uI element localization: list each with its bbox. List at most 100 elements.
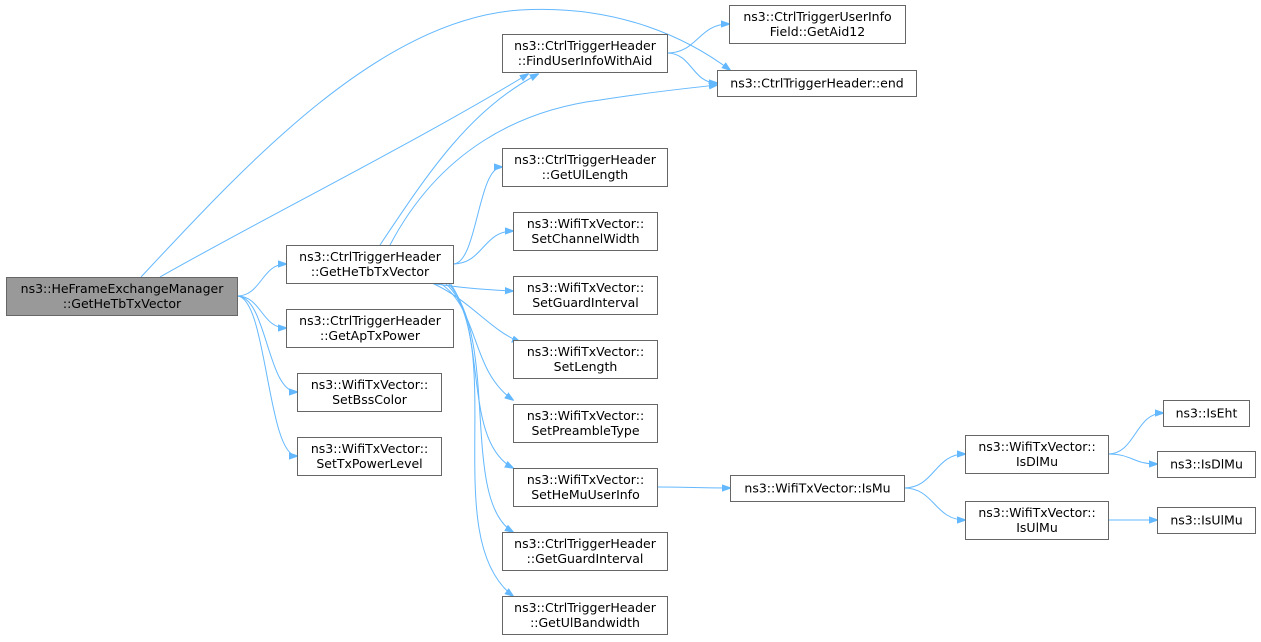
node-box [513, 340, 658, 379]
node-setpre[interactable]: ns3::WifiTxVector::SetPreambleType [513, 404, 658, 443]
node-label-line: ns3::WifiTxVector:: [527, 216, 644, 231]
node-label-line: ::GetHeTbTxVector [63, 296, 182, 311]
node-settxpow[interactable]: ns3::WifiTxVector::SetTxPowerLevel [297, 437, 442, 476]
node-label-line: ns3::CtrlTriggerHeader [514, 38, 657, 53]
node-label-line: ns3::WifiTxVector:: [527, 408, 644, 423]
edge-line [452, 231, 513, 265]
node-label-line: SetLength [554, 359, 618, 374]
node-label-line: ::GetUlLength [542, 167, 628, 182]
node-setbss[interactable]: ns3::WifiTxVector::SetBssColor [297, 373, 442, 412]
edge-ismu-to-isulmu [903, 487, 965, 520]
node-setlen[interactable]: ns3::WifiTxVector::SetLength [513, 340, 658, 379]
edge-finduser-to-end [666, 52, 717, 83]
edge-root-to-end [140, 8, 730, 278]
edge-gethetb-to-setgi [429, 282, 513, 291]
node-label-line: ns3::WifiTxVector:: [527, 472, 644, 487]
node-box [729, 5, 906, 44]
edge-gethetb-to-setlen [431, 282, 520, 342]
node-isdlmu2[interactable]: ns3::IsDlMu [1157, 451, 1256, 478]
node-box [1163, 400, 1250, 427]
node-ismu[interactable]: ns3::WifiTxVector::IsMu [730, 475, 905, 502]
edge-line [1107, 453, 1157, 464]
edge-line [666, 52, 717, 83]
node-label-line: ns3::WifiTxVector:: [527, 344, 644, 359]
edge-gethetb-to-sethemu [444, 282, 513, 468]
edge-line [439, 282, 513, 400]
edge-isdlmu-to-isdlmu2 [1107, 453, 1157, 464]
node-label-line: SetBssColor [332, 392, 408, 407]
edge-line [452, 167, 502, 265]
edge-gethetb-to-setchw [452, 231, 513, 265]
edge-line [389, 85, 717, 246]
nodes-layer: ns3::HeFrameExchangeManager::GetHeTbTxVe… [6, 5, 1256, 635]
node-getap[interactable]: ns3::CtrlTriggerHeader::GetApTxPower [286, 309, 454, 348]
node-end[interactable]: ns3::CtrlTriggerHeader::end [717, 70, 917, 97]
node-label-line: IsUlMu [1016, 520, 1058, 535]
node-box [730, 475, 905, 502]
node-label-line: SetPreambleType [531, 423, 639, 438]
node-box [965, 501, 1109, 540]
node-label-line: ::GetHeTbTxVector [311, 264, 430, 279]
node-getullen[interactable]: ns3::CtrlTriggerHeader::GetUlLength [502, 148, 668, 187]
edge-line [236, 295, 297, 456]
node-label-line: ::GetUlBandwidth [530, 615, 640, 630]
edge-line [236, 295, 286, 328]
edge-gethetb-to-finduser [379, 74, 538, 246]
node-label-line: ns3::IsEht [1176, 406, 1238, 421]
edge-gethetb-to-getulbw [449, 282, 513, 596]
node-root: ns3::HeFrameExchangeManager::GetHeTbTxVe… [6, 277, 238, 316]
node-isdlmu[interactable]: ns3::WifiTxVector::IsDlMu [965, 435, 1109, 474]
node-iseht[interactable]: ns3::IsEht [1163, 400, 1250, 427]
node-label-line: SetHeMuUserInfo [531, 487, 639, 502]
node-box [1157, 507, 1256, 534]
edge-root-to-gethetb [236, 264, 286, 297]
node-box [513, 276, 658, 315]
node-gethetb[interactable]: ns3::CtrlTriggerHeader::GetHeTbTxVector [286, 245, 454, 284]
node-getgi[interactable]: ns3::CtrlTriggerHeader::GetGuardInterval [502, 532, 668, 571]
node-label-line: ns3::CtrlTriggerUserInfo [743, 9, 891, 24]
edge-line [656, 487, 730, 488]
edge-line [449, 282, 513, 596]
edge-root-to-settxpow [236, 295, 297, 456]
edge-isdlmu-to-iseht [1107, 413, 1163, 455]
node-label-line: ::GetGuardInterval [527, 551, 644, 566]
edge-root-to-finduser [159, 74, 528, 278]
node-getulbw[interactable]: ns3::CtrlTriggerHeader::GetUlBandwidth [502, 596, 668, 635]
node-label-line: ns3::IsUlMu [1170, 513, 1242, 528]
node-box [965, 435, 1109, 474]
node-box [297, 373, 442, 412]
node-box [502, 596, 668, 635]
node-box [513, 212, 658, 251]
edge-line [431, 282, 520, 342]
edge-line [429, 282, 513, 291]
node-box [513, 468, 658, 507]
node-sethemu[interactable]: ns3::WifiTxVector::SetHeMuUserInfo [513, 468, 658, 507]
node-label-line: SetChannelWidth [531, 231, 639, 246]
node-setchw[interactable]: ns3::WifiTxVector::SetChannelWidth [513, 212, 658, 251]
node-label-line: ns3::CtrlTriggerHeader [299, 249, 442, 264]
edge-finduser-to-getaid [666, 24, 729, 54]
node-label-line: ns3::WifiTxVector:: [978, 505, 1095, 520]
node-label-line: ns3::WifiTxVector:: [527, 280, 644, 295]
node-setgi[interactable]: ns3::WifiTxVector::SetGuardInterval [513, 276, 658, 315]
node-label-line: ::GetApTxPower [320, 328, 421, 343]
node-box [286, 309, 454, 348]
edge-gethetb-to-setpre [439, 282, 513, 400]
edge-line [903, 487, 965, 520]
node-box [286, 245, 454, 284]
node-label-line: ns3::IsDlMu [1170, 457, 1243, 472]
node-finduser[interactable]: ns3::CtrlTriggerHeader::FindUserInfoWith… [502, 34, 668, 73]
node-box [502, 532, 668, 571]
edge-sethemu-to-ismu [656, 487, 730, 488]
node-box [6, 277, 238, 316]
node-isulmu[interactable]: ns3::WifiTxVector::IsUlMu [965, 501, 1109, 540]
node-label-line: ns3::HeFrameExchangeManager [21, 281, 225, 296]
node-label-line: ns3::CtrlTriggerHeader [514, 152, 657, 167]
node-label-line: SetTxPowerLevel [316, 456, 422, 471]
edge-line [903, 454, 965, 489]
node-label-line: SetGuardInterval [532, 295, 639, 310]
node-label-line: ns3::CtrlTriggerHeader::end [730, 76, 903, 91]
node-isulmu2[interactable]: ns3::IsUlMu [1157, 507, 1256, 534]
